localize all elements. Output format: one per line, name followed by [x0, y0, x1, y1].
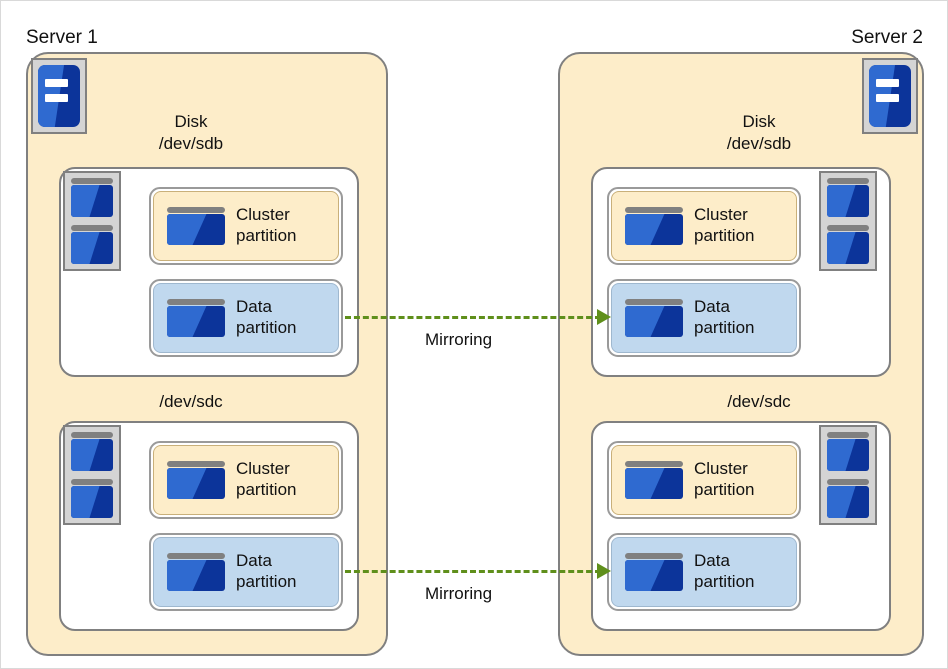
server2-sdb-disk-stack-icon — [819, 171, 877, 271]
server1-sdb-cluster-partition[interactable]: Cluster partition — [149, 187, 343, 265]
server1-sdc-disk-stack-icon — [63, 425, 121, 525]
mirror-sdb-label: Mirroring — [425, 330, 493, 349]
disk-icon — [167, 207, 225, 245]
server1-sdc-caption-line2: /dev/sdc — [159, 392, 223, 411]
partition-label-line1: Data — [236, 297, 272, 317]
server1-sdb-caption-line1: Disk — [174, 112, 208, 131]
server2-server-icon — [862, 58, 918, 134]
server2-sdb-cluster-partition[interactable]: Cluster partition — [607, 187, 801, 265]
server2-sdc-caption-line2: /dev/sdc — [727, 392, 791, 411]
partition-label-line1: Data — [694, 551, 730, 571]
mirror-sdb-arrowhead — [597, 309, 611, 325]
disk-icon — [827, 178, 869, 217]
partition-label: Cluster partition — [694, 205, 754, 246]
partition-label-line2: partition — [236, 226, 297, 245]
disk-icon — [827, 432, 869, 471]
partition-label: Data partition — [694, 297, 754, 338]
partition-label-line1: Data — [694, 297, 730, 317]
server2-sdb-data-partition[interactable]: Data partition — [607, 279, 801, 357]
server1-sdc-cluster-partition[interactable]: Cluster partition — [149, 441, 343, 519]
partition-label-line2: partition — [694, 226, 755, 245]
server2-title: Server 2 — [851, 27, 923, 48]
partition-label: Cluster partition — [694, 459, 754, 500]
server1-sdb-data-partition[interactable]: Data partition — [149, 279, 343, 357]
partition-label: Cluster partition — [236, 459, 296, 500]
disk-icon — [625, 461, 683, 499]
partition-label: Cluster partition — [236, 205, 296, 246]
mirror-sdc-line — [345, 570, 601, 573]
disk-icon — [827, 479, 869, 518]
partition-label-line2: partition — [236, 318, 297, 337]
partition-label-line2: partition — [694, 572, 755, 591]
disk-icon — [71, 225, 113, 264]
disk-icon — [625, 207, 683, 245]
server1-sdb-caption-line2: /dev/sdb — [158, 133, 224, 153]
partition-label-line1: Cluster — [694, 205, 748, 225]
partition-label-line2: partition — [694, 318, 755, 337]
server2-sdc-caption: /dev/sdc — [699, 391, 819, 413]
mirror-sdc-label: Mirroring — [425, 584, 493, 603]
server1-sdc-caption: /dev/sdc — [131, 391, 251, 413]
disk-icon — [827, 225, 869, 264]
mirror-sdb-line — [345, 316, 601, 319]
disk-icon — [167, 553, 225, 591]
disk-icon — [71, 479, 113, 518]
partition-label: Data partition — [694, 551, 754, 592]
disk-icon — [625, 299, 683, 337]
disk-icon — [167, 299, 225, 337]
server2-sdc-disk-stack-icon — [819, 425, 877, 525]
partition-label-line2: partition — [694, 480, 755, 499]
disk-icon — [71, 432, 113, 471]
partition-label-line1: Data — [236, 551, 272, 571]
server1-server-icon — [31, 58, 87, 134]
server1-title: Server 1 — [26, 27, 98, 48]
partition-label-line2: partition — [236, 572, 297, 591]
partition-label: Data partition — [236, 551, 296, 592]
partition-label-line1: Cluster — [694, 459, 748, 479]
disk-icon — [167, 461, 225, 499]
disk-icon — [625, 553, 683, 591]
server2-sdb-caption-line1: Disk — [742, 112, 776, 131]
server1-sdc-data-partition[interactable]: Data partition — [149, 533, 343, 611]
partition-label: Data partition — [236, 297, 296, 338]
server2-sdc-data-partition[interactable]: Data partition — [607, 533, 801, 611]
server1-sdb-caption: Disk /dev/sdb — [131, 111, 251, 155]
mirror-sdc-arrowhead — [597, 563, 611, 579]
disk-icon — [71, 178, 113, 217]
server2-sdc-cluster-partition[interactable]: Cluster partition — [607, 441, 801, 519]
partition-label-line2: partition — [236, 480, 297, 499]
server1-sdb-disk-stack-icon — [63, 171, 121, 271]
partition-label-line1: Cluster — [236, 205, 290, 225]
server2-sdb-caption: Disk /dev/sdb — [699, 111, 819, 155]
partition-label-line1: Cluster — [236, 459, 290, 479]
server2-sdb-caption-line2: /dev/sdb — [726, 133, 792, 153]
